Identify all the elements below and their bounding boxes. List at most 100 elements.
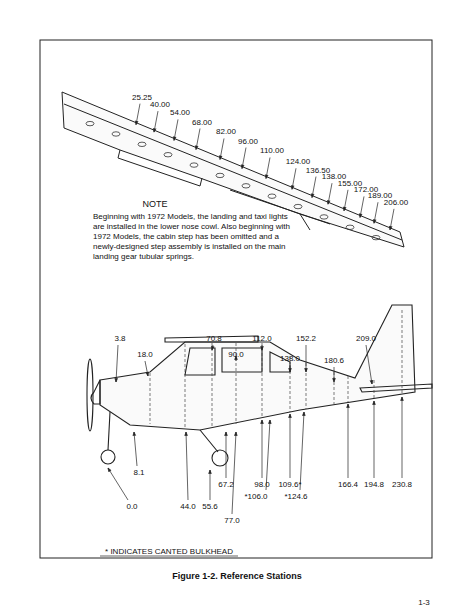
leader-line bbox=[226, 432, 227, 478]
inspection-hole bbox=[138, 142, 146, 146]
leader-line bbox=[232, 432, 236, 514]
leader-lines bbox=[108, 104, 403, 514]
arrowhead bbox=[234, 432, 237, 436]
leader-line bbox=[220, 138, 224, 159]
arrowhead bbox=[146, 372, 149, 376]
station-number: 54.00 bbox=[170, 108, 190, 117]
arrowhead bbox=[265, 175, 268, 179]
leader-line bbox=[292, 168, 296, 189]
station-number: 206.00 bbox=[384, 198, 408, 207]
arrowhead bbox=[302, 412, 305, 416]
leader-line bbox=[290, 414, 291, 478]
arrowhead bbox=[343, 207, 346, 211]
inspection-hole bbox=[112, 132, 120, 136]
arrowhead bbox=[291, 185, 294, 189]
arrowhead bbox=[289, 414, 292, 418]
arrowhead bbox=[173, 136, 176, 140]
airplane-side-view bbox=[87, 305, 432, 466]
leader-line bbox=[108, 468, 128, 500]
arrowhead bbox=[373, 401, 376, 405]
leader-line bbox=[262, 345, 263, 350]
station-number: 209.0 bbox=[356, 334, 376, 343]
arrowhead bbox=[305, 368, 308, 372]
note-heading: NOTE bbox=[142, 200, 167, 209]
inspection-hole bbox=[242, 184, 250, 188]
station-number: 112.0 bbox=[252, 334, 271, 343]
arrowhead bbox=[241, 165, 244, 169]
station-number: 0.0 bbox=[126, 502, 137, 511]
leader-line bbox=[186, 432, 188, 500]
leader-line bbox=[266, 420, 270, 490]
station-number: 152.2 bbox=[296, 334, 316, 343]
leader-line bbox=[210, 470, 211, 500]
leader-line bbox=[402, 397, 403, 478]
leader-line bbox=[360, 196, 364, 217]
leader-line bbox=[328, 183, 332, 204]
arrowhead bbox=[389, 226, 392, 230]
leader-line bbox=[154, 111, 158, 132]
leader-line bbox=[312, 177, 316, 198]
station-number: 40.00 bbox=[150, 100, 170, 109]
inspection-hole bbox=[346, 225, 354, 229]
arrowhead bbox=[268, 420, 271, 424]
leader-line bbox=[290, 365, 291, 372]
leader-line bbox=[374, 401, 375, 478]
arrowhead bbox=[401, 397, 404, 401]
arrowhead bbox=[219, 155, 222, 159]
leader-line bbox=[196, 129, 200, 150]
station-number: 166.4 bbox=[338, 480, 358, 489]
figure-caption: Figure 1-2. Reference Stations bbox=[172, 571, 302, 581]
arrowhead bbox=[373, 219, 376, 223]
station-number: 96.00 bbox=[238, 137, 258, 146]
arrowhead bbox=[333, 378, 336, 382]
station-number: 44.0 bbox=[180, 502, 196, 511]
arrowhead bbox=[225, 432, 228, 436]
leader-line bbox=[242, 148, 246, 169]
leader-line bbox=[348, 404, 349, 478]
station-number: *124.6 bbox=[284, 492, 307, 501]
arrowhead bbox=[115, 378, 118, 382]
arrowhead bbox=[108, 468, 111, 472]
station-number: 8.1 bbox=[133, 468, 144, 477]
station-number: 3.8 bbox=[114, 334, 125, 343]
arrowhead bbox=[261, 420, 264, 424]
arrowhead bbox=[185, 432, 188, 436]
station-number: 109.6* bbox=[278, 480, 301, 489]
leader-line bbox=[145, 361, 148, 376]
arrowhead bbox=[327, 200, 330, 204]
arrowhead bbox=[347, 404, 350, 408]
inspection-hole bbox=[294, 204, 302, 208]
station-number: 138.0 bbox=[280, 354, 300, 363]
footnote: * INDICATES CANTED BULKHEAD bbox=[105, 547, 233, 556]
leader-line bbox=[262, 420, 263, 478]
station-number: 98.0 bbox=[254, 480, 270, 489]
leader-line bbox=[374, 202, 378, 223]
station-number: 68.00 bbox=[192, 118, 212, 127]
arrowhead bbox=[195, 146, 198, 150]
station-number: 18.0 bbox=[137, 350, 153, 359]
inspection-hole bbox=[86, 121, 94, 125]
station-number: 230.8 bbox=[392, 480, 412, 489]
station-number: 67.2 bbox=[218, 480, 234, 489]
leader-line bbox=[306, 345, 307, 372]
leader-line bbox=[174, 119, 178, 140]
station-number: 55.6 bbox=[202, 502, 218, 511]
figure-frame bbox=[40, 40, 432, 558]
arrowhead bbox=[359, 213, 362, 217]
inspection-hole bbox=[268, 194, 276, 198]
leader-line bbox=[136, 104, 140, 125]
station-number: 90.0 bbox=[228, 350, 244, 359]
station-number: 25.25 bbox=[132, 93, 152, 102]
arrowhead bbox=[135, 121, 138, 125]
arrowhead bbox=[289, 368, 292, 372]
arrowhead bbox=[209, 470, 212, 474]
arrowhead bbox=[370, 380, 373, 384]
station-number: 110.00 bbox=[260, 146, 284, 155]
arrowhead bbox=[311, 194, 314, 198]
inspection-hole bbox=[216, 173, 224, 177]
station-number: 82.00 bbox=[216, 127, 236, 136]
arrowhead bbox=[153, 128, 156, 132]
station-number: 180.6 bbox=[324, 356, 344, 365]
leader-line bbox=[300, 412, 304, 490]
arrowhead bbox=[211, 346, 214, 350]
